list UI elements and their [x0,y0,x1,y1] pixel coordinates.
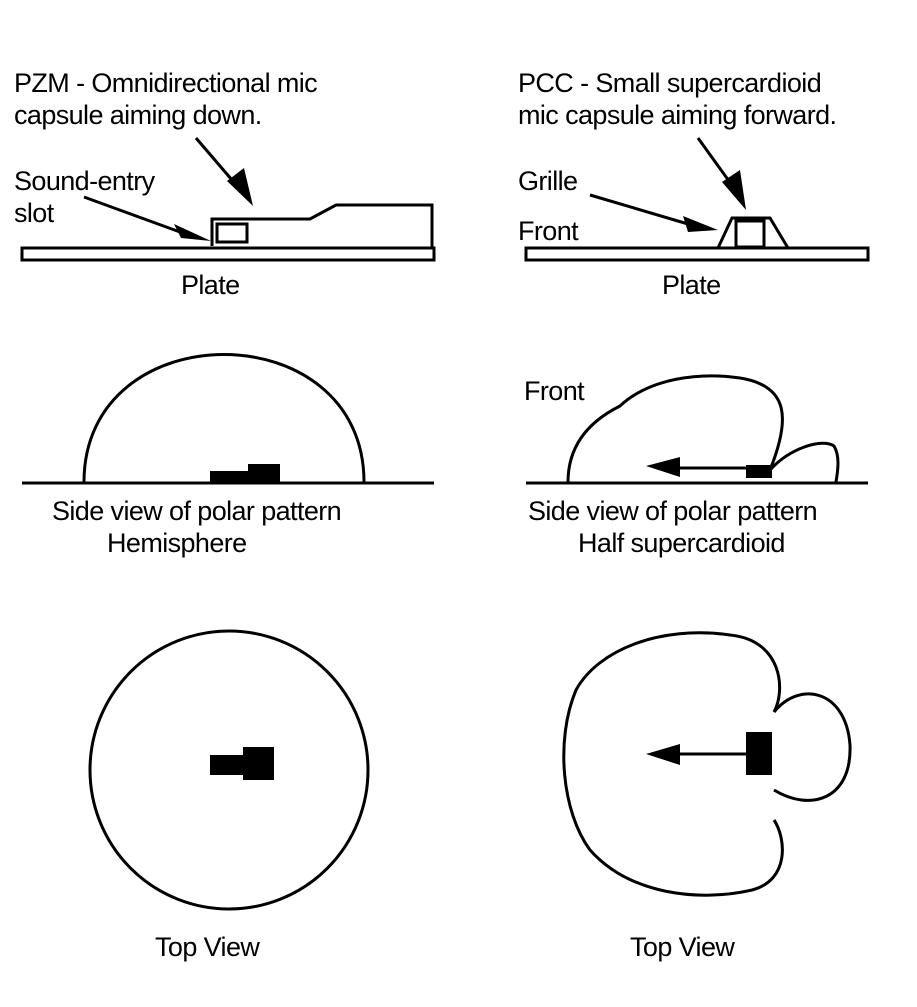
sound-entry-leader [83,195,181,234]
pzm-capsule-arrowhead [227,168,253,206]
pzm-title-line2: capsule aiming down. [14,100,262,130]
pcc-side-caption-line1: Side view of polar pattern [528,496,817,526]
pcc-polar-front-label: Front [524,376,585,406]
sound-entry-label-line2: slot [14,198,55,228]
pzm-title-line1: PZM - Omnidirectional mic [14,68,317,98]
pcc-capsule [734,219,766,249]
pzm-side-caption-line1: Side view of polar pattern [52,496,341,526]
pzm-housing [210,203,434,248]
pcc-cross-section: PCC - Small supercardioid mic capsule ai… [518,68,870,300]
pcc-title-line1: PCC - Small supercardioid [518,68,821,98]
pcc-side-caption-line2: Half supercardioid [578,528,785,558]
supercardioid-rear-lobe [772,692,852,802]
pzm-top-mic-capsule [243,747,274,780]
pcc-capsule-arrowhead [722,170,746,210]
pcc-plate [524,246,870,262]
pcc-grille [716,216,790,249]
sound-entry-label-line1: Sound-entry [14,166,156,196]
pzm-capsule [215,222,249,244]
pcc-side-direction-arrowhead [646,457,680,477]
supercardioid-front-lobe [562,631,784,897]
sound-entry-arrowhead [174,224,211,241]
pzm-top-mic-body [210,755,245,775]
pcc-side-polar: Front Side view of polar pattern Half su… [524,374,868,558]
pcc-front-label: Front [518,216,579,246]
grille-arrowhead [683,216,718,232]
pzm-top-polar: Top View [88,629,370,962]
pzm-plate [20,246,436,262]
half-supercardioid-rear-lobe [768,441,840,483]
pzm-side-mic-body [210,471,250,482]
pzm-side-polar: Side view of polar pattern Hemisphere [22,353,434,558]
pzm-top-view-label: Top View [155,932,260,962]
pzm-plate-label: Plate [181,270,240,300]
pcc-top-direction-arrowhead [646,744,680,765]
half-supercardioid-front-lobe [566,374,784,483]
pcc-title-line2: mic capsule aiming forward. [518,100,836,130]
pzm-side-mic-capsule [248,464,280,482]
pcc-side-mic [746,465,772,478]
grille-leader [589,193,689,226]
pcc-top-polar: Top View [562,631,852,962]
pcc-top-view-label: Top View [630,932,735,962]
pcc-top-mic [746,732,772,775]
pzm-cross-section: PZM - Omnidirectional mic capsule aiming… [14,68,436,300]
hemisphere-pattern [82,353,366,483]
pcc-plate-label: Plate [662,270,721,300]
pzm-side-caption-line2: Hemisphere [107,528,247,558]
omni-circle-pattern [88,629,370,911]
grille-label: Grille [518,166,577,196]
